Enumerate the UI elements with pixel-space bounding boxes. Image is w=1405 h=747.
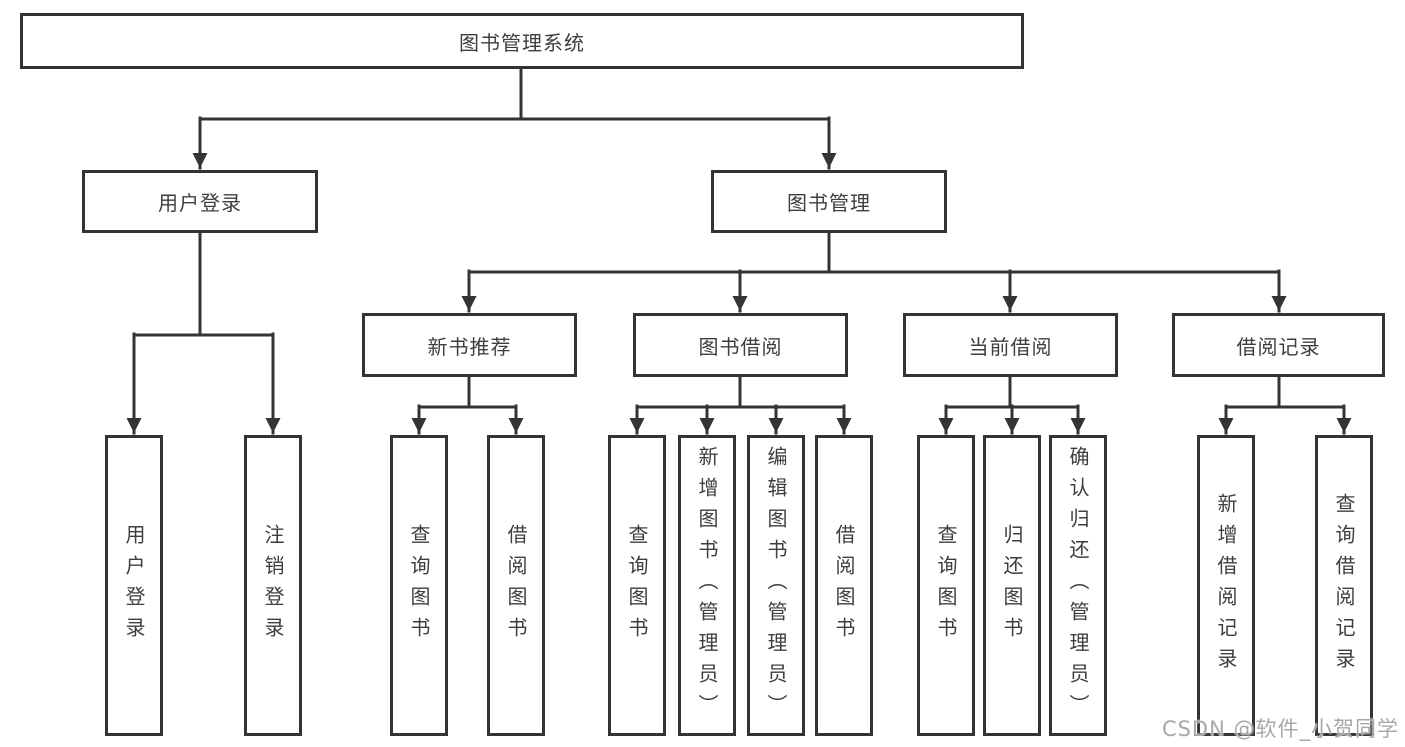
node-book-borrow: 图书借阅: [633, 313, 848, 377]
node-label: 注销登录: [261, 523, 285, 648]
node-label: 用户登录: [122, 523, 146, 648]
node-leaf-return-books: 归还图书: [983, 435, 1041, 736]
node-leaf-add-books-admin: 新增图书（管理员）: [678, 435, 736, 736]
node-leaf-confirm-return-admin: 确认归还（管理员）: [1049, 435, 1107, 736]
node-label: 确认归还（管理员）: [1066, 446, 1090, 725]
node-label: 借阅记录: [1236, 334, 1321, 359]
node-label: 新增借阅记录: [1214, 492, 1238, 679]
node-label: 图书管理: [787, 191, 871, 215]
node-label: 查询图书: [934, 523, 958, 648]
node-label: 查询借阅记录: [1332, 492, 1356, 679]
node-leaf-query-borrow-record: 查询借阅记录: [1315, 435, 1373, 736]
node-current-borrow: 当前借阅: [903, 313, 1118, 377]
node-label: 查询图书: [625, 523, 649, 648]
node-label: 图书管理系统: [459, 30, 585, 55]
node-label: 图书借阅: [698, 334, 783, 359]
node-label: 新增图书（管理员）: [695, 446, 719, 725]
node-leaf-edit-books-admin: 编辑图书（管理员）: [747, 435, 805, 736]
node-leaf-add-borrow-record: 新增借阅记录: [1197, 435, 1255, 736]
node-label: 借阅图书: [504, 523, 528, 648]
node-root-system: 图书管理系统: [20, 13, 1024, 69]
node-label: 新书推荐: [427, 334, 512, 359]
watermark: CSDN @软件_小贺同学: [1161, 717, 1399, 741]
node-leaf-query-books-2: 查询图书: [608, 435, 666, 736]
node-leaf-borrow-books-1: 借阅图书: [487, 435, 545, 736]
node-label: 编辑图书（管理员）: [764, 446, 788, 725]
node-label: 归还图书: [1000, 523, 1024, 648]
node-new-book-recommend: 新书推荐: [362, 313, 577, 377]
node-label: 当前借阅: [968, 334, 1053, 359]
node-user-login: 用户登录: [82, 170, 318, 233]
node-borrow-records: 借阅记录: [1172, 313, 1385, 377]
node-leaf-user-login: 用户登录: [105, 435, 163, 736]
node-label: 用户登录: [158, 191, 242, 215]
node-leaf-logout: 注销登录: [244, 435, 302, 736]
node-leaf-query-books-3: 查询图书: [917, 435, 975, 736]
node-book-management: 图书管理: [711, 170, 947, 233]
node-leaf-query-books-1: 查询图书: [390, 435, 448, 736]
node-label: 查询图书: [407, 523, 431, 648]
node-label: 借阅图书: [832, 523, 856, 648]
node-leaf-borrow-books-2: 借阅图书: [815, 435, 873, 736]
